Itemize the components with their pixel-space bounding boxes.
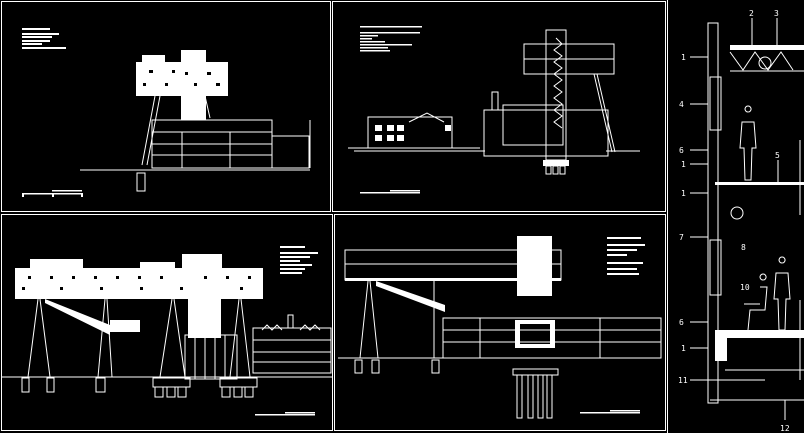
legend-notes [22, 28, 66, 49]
callout-5: 5 [775, 151, 780, 160]
callout-1: 1 [681, 160, 686, 169]
elevation-panel-top-left [22, 28, 311, 197]
scale-bar [255, 412, 315, 416]
legend-notes [607, 237, 645, 275]
elevation-panel-top-middle [348, 26, 640, 194]
callout-7: 7 [679, 233, 684, 242]
elevation-panel-bottom-left [2, 246, 332, 416]
wall-section-detail-panel: 2 3 1 4 6 1 5 1 7 8 10 6 1 11 12 [678, 9, 804, 433]
legend-notes [280, 246, 318, 274]
callout-6: 6 [679, 318, 684, 327]
sheet-frames [1, 0, 668, 433]
callout-12: 12 [780, 424, 790, 433]
callout-4: 4 [679, 100, 684, 109]
legend-notes [360, 26, 422, 52]
scale-bar [22, 190, 83, 197]
callout-1: 1 [681, 53, 686, 62]
seated-person-icon [744, 273, 768, 331]
callout-1: 1 [681, 189, 686, 198]
callout-10: 10 [740, 283, 750, 292]
callout-11: 11 [678, 376, 688, 385]
standing-person-icon [773, 256, 791, 331]
callout-8: 8 [741, 243, 746, 252]
callout-3: 3 [774, 9, 779, 18]
section-panel-bottom-middle [338, 236, 662, 419]
callout-6: 6 [679, 146, 684, 155]
callout-2: 2 [749, 9, 754, 18]
scale-bar [580, 410, 640, 414]
scale-bar [360, 190, 420, 194]
callout-1: 1 [681, 344, 686, 353]
standing-person-icon [739, 105, 757, 181]
